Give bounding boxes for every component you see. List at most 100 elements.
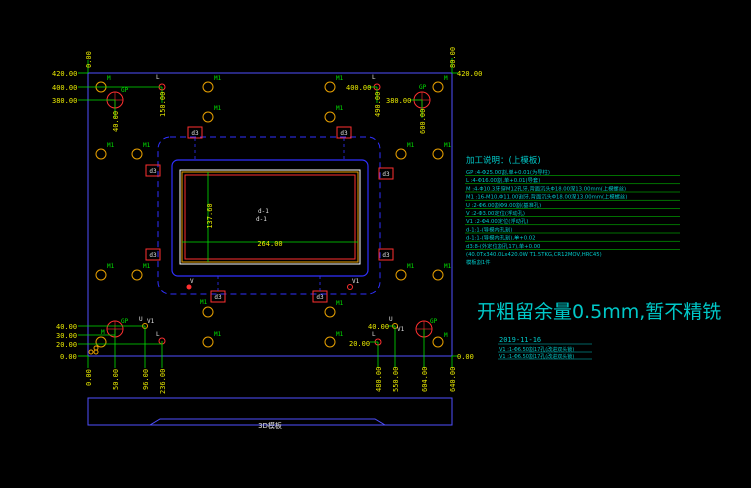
svg-text:d3: d3: [382, 171, 390, 178]
notes-line: d-1:1-(导模内孔割): [466, 225, 512, 233]
dim-vertical-top-3: 600.00: [419, 109, 427, 134]
dim-bottom-left-3: 0.00: [60, 353, 77, 361]
d3-marker-left-bottom[interactable]: d3: [145, 248, 161, 261]
notes-title: 加工说明：(上模板): [466, 155, 541, 166]
svg-text:M1: M1: [107, 142, 115, 149]
d3-marker-top-right[interactable]: d3: [336, 126, 352, 139]
circle-hole-icon: M1: [202, 105, 222, 123]
d3-marker-right-top[interactable]: d3: [378, 167, 394, 180]
circle-hole-icon: M1: [202, 75, 222, 93]
svg-text:M1: M1: [407, 142, 415, 149]
svg-text:M1: M1: [143, 263, 151, 270]
d3-marker-left-top[interactable]: d3: [145, 164, 161, 177]
svg-text:M1: M1: [336, 75, 344, 82]
plate-outline[interactable]: [87, 72, 453, 357]
outer-dashed-boundary[interactable]: [157, 136, 381, 295]
circle-hole-icon: M1: [324, 75, 344, 93]
dim-top-axis-0: 0.00: [85, 51, 93, 68]
svg-text:M1: M1: [407, 263, 415, 270]
circle-cross-icon: GP: [415, 318, 438, 338]
svg-text:M1: M1: [214, 105, 222, 112]
svg-text:d3: d3: [149, 168, 157, 175]
notes-line: d3:8-(外定位割孔17),单+0.00: [466, 242, 541, 250]
svg-text:M: M: [107, 75, 111, 82]
dim-top-left-1: 400.00: [52, 84, 77, 92]
svg-text:M1: M1: [336, 331, 344, 338]
circle-hole-icon: M: [432, 75, 448, 93]
side-view-label: 3D模板: [258, 421, 282, 430]
notes-date: 2019-11-16: [499, 336, 541, 344]
svg-text:M1: M1: [143, 142, 151, 149]
svg-text:M1: M1: [200, 299, 208, 306]
cavity-label-d1: d-1: [258, 208, 269, 215]
dim-bottom-mid-0: 40.00: [368, 323, 389, 331]
m-holes[interactable]: M M M M: [95, 75, 448, 348]
cavity-height-dim: 137.60: [206, 203, 214, 228]
dim-bottom-right: 0.00: [457, 353, 474, 361]
svg-text:M: M: [444, 332, 448, 339]
dim-vertical-bottom-6: 604.00: [421, 367, 429, 392]
circle-hole-icon: [88, 345, 99, 355]
dim-vertical-bottom-3: 236.00: [159, 369, 167, 394]
circle-hole-icon: M1: [395, 142, 415, 160]
svg-text:d3: d3: [340, 130, 348, 137]
circle-hole-icon: M1: [395, 263, 415, 281]
svg-text:V1: V1: [352, 278, 360, 285]
svg-text:GP: GP: [419, 84, 427, 91]
svg-text:U: U: [139, 316, 143, 323]
cavity-orange[interactable]: [181, 171, 359, 263]
svg-text:GP: GP: [121, 318, 129, 325]
dim-top-axis-1: 80.00: [449, 47, 457, 68]
dim-top-left-0: 420.00: [52, 70, 77, 78]
machining-notes: 加工说明：(上模板) GP :4-Φ25.00割,单+0.01(为导柱)L :4…: [465, 155, 680, 360]
dim-vertical-bottom-2: 96.00: [142, 369, 150, 390]
svg-text:M1: M1: [336, 300, 344, 307]
dim-vertical-top-1: 150.00: [159, 92, 167, 117]
svg-text:V1: V1: [397, 326, 405, 333]
svg-text:U: U: [389, 316, 393, 323]
svg-text:L: L: [372, 331, 376, 338]
cavity-label-d1b: d-1: [256, 216, 267, 223]
circle-hole-icon: M1: [202, 331, 222, 348]
dim-vertical-bottom-0: 0.00: [85, 369, 93, 386]
notes-revision-1: V1 :1-Φ6.50割17孔(改进双头锁): [499, 353, 574, 360]
svg-text:d3: d3: [316, 294, 324, 301]
rough-machining-warning: 开粗留余量0.5mm,暂不精铣: [477, 301, 721, 323]
d3-marker-bottom-left[interactable]: d3: [210, 290, 226, 303]
m1-holes[interactable]: M1 M1 M1 M1 M1 M1 M1 M1 M1 M1 M1 M1 M1 M…: [95, 75, 452, 348]
dim-top-right-2: 380.00: [386, 97, 411, 105]
cavity-red[interactable]: [184, 174, 356, 260]
circle-hole-icon: M1: [324, 105, 344, 123]
svg-text:M: M: [101, 329, 105, 336]
gp-guide-pins[interactable]: GP GP GP GP: [106, 84, 438, 338]
svg-text:M1: M1: [444, 263, 452, 270]
cavity-outer[interactable]: [179, 169, 361, 265]
cavity-width-dim: 264.00: [257, 240, 282, 248]
svg-text:d3: d3: [382, 252, 390, 259]
inner-step-outline[interactable]: [171, 159, 369, 277]
circle-cross-icon: GP: [106, 318, 129, 338]
notes-line: M1 :16-M10,Φ11.00割牙,背面沉头Φ18.00深13.00mm(上…: [466, 193, 627, 201]
circle-hole-icon: M: [95, 329, 107, 348]
d3-marker-right-bottom[interactable]: d3: [378, 248, 394, 261]
dim-vertical-bottom-4: 480.00: [375, 367, 383, 392]
svg-text:M1: M1: [107, 263, 115, 270]
circle-hole-icon: M1: [131, 142, 151, 160]
circle-hole-icon: M1: [95, 142, 115, 160]
dim-vertical-bottom-1: 50.00: [112, 369, 120, 390]
dim-bottom-left-2: 20.00: [56, 341, 77, 349]
notes-line: U :2-Φ6.00割Φ9.00割(基准孔): [466, 201, 541, 209]
svg-text:d3: d3: [214, 294, 222, 301]
circle-hole-icon: M1: [432, 263, 452, 281]
svg-text:L: L: [156, 74, 160, 81]
side-view[interactable]: 3D模板: [87, 397, 453, 430]
notes-line: 模板割1件: [466, 258, 491, 266]
circle-hole-icon: M1: [200, 299, 214, 318]
notes-line: M :4-Φ10.3牙穿M12孔牙,背面沉头Φ18.00深13.00mm(上模螺…: [466, 184, 626, 192]
notes-line: V1 :2-Φ4.00定位(浮动孔): [466, 217, 528, 225]
svg-text:M1: M1: [336, 105, 344, 112]
d3-marker-bottom-right[interactable]: d3: [312, 290, 328, 303]
d3-marker-top-left[interactable]: d3: [187, 126, 203, 139]
circle-hole-icon: U V1: [389, 316, 405, 333]
